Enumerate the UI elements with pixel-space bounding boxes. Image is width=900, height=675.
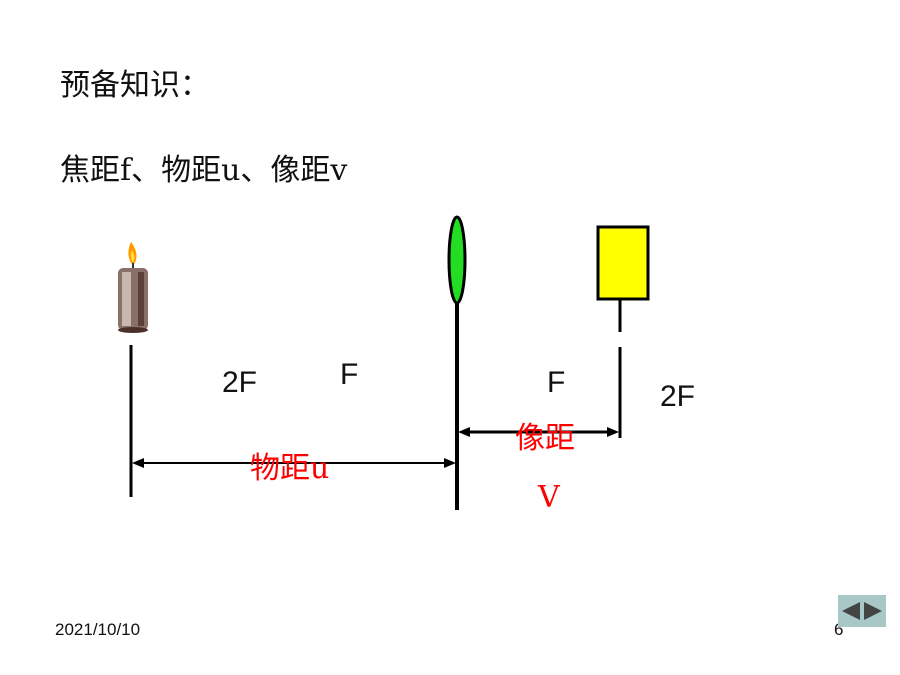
slide-heading: 预备知识：	[60, 68, 210, 103]
screen-icon	[596, 225, 650, 301]
image-distance-label: 像距	[515, 421, 575, 456]
object-side-2f-label: 2F	[222, 366, 258, 399]
convex-lens-icon	[447, 215, 467, 305]
candle-icon	[118, 242, 148, 333]
image-side-2f-label: 2F	[660, 380, 696, 413]
image-distance-arrow	[458, 427, 619, 437]
slide-nav	[838, 595, 886, 627]
object-distance-label: 物距u	[250, 451, 330, 486]
page-number: 6	[834, 620, 844, 639]
image-side-f-label: F	[547, 366, 566, 399]
object-distance-arrow	[132, 458, 456, 468]
footer-date: 2021/10/10	[55, 620, 141, 639]
triangle-right-icon[interactable]	[864, 602, 882, 620]
object-side-f-label: F	[340, 358, 359, 391]
slide-subtitle: 焦距f、物距u、像距v	[60, 153, 348, 188]
triangle-left-icon[interactable]	[842, 602, 860, 620]
image-distance-v-label: V	[538, 480, 560, 515]
